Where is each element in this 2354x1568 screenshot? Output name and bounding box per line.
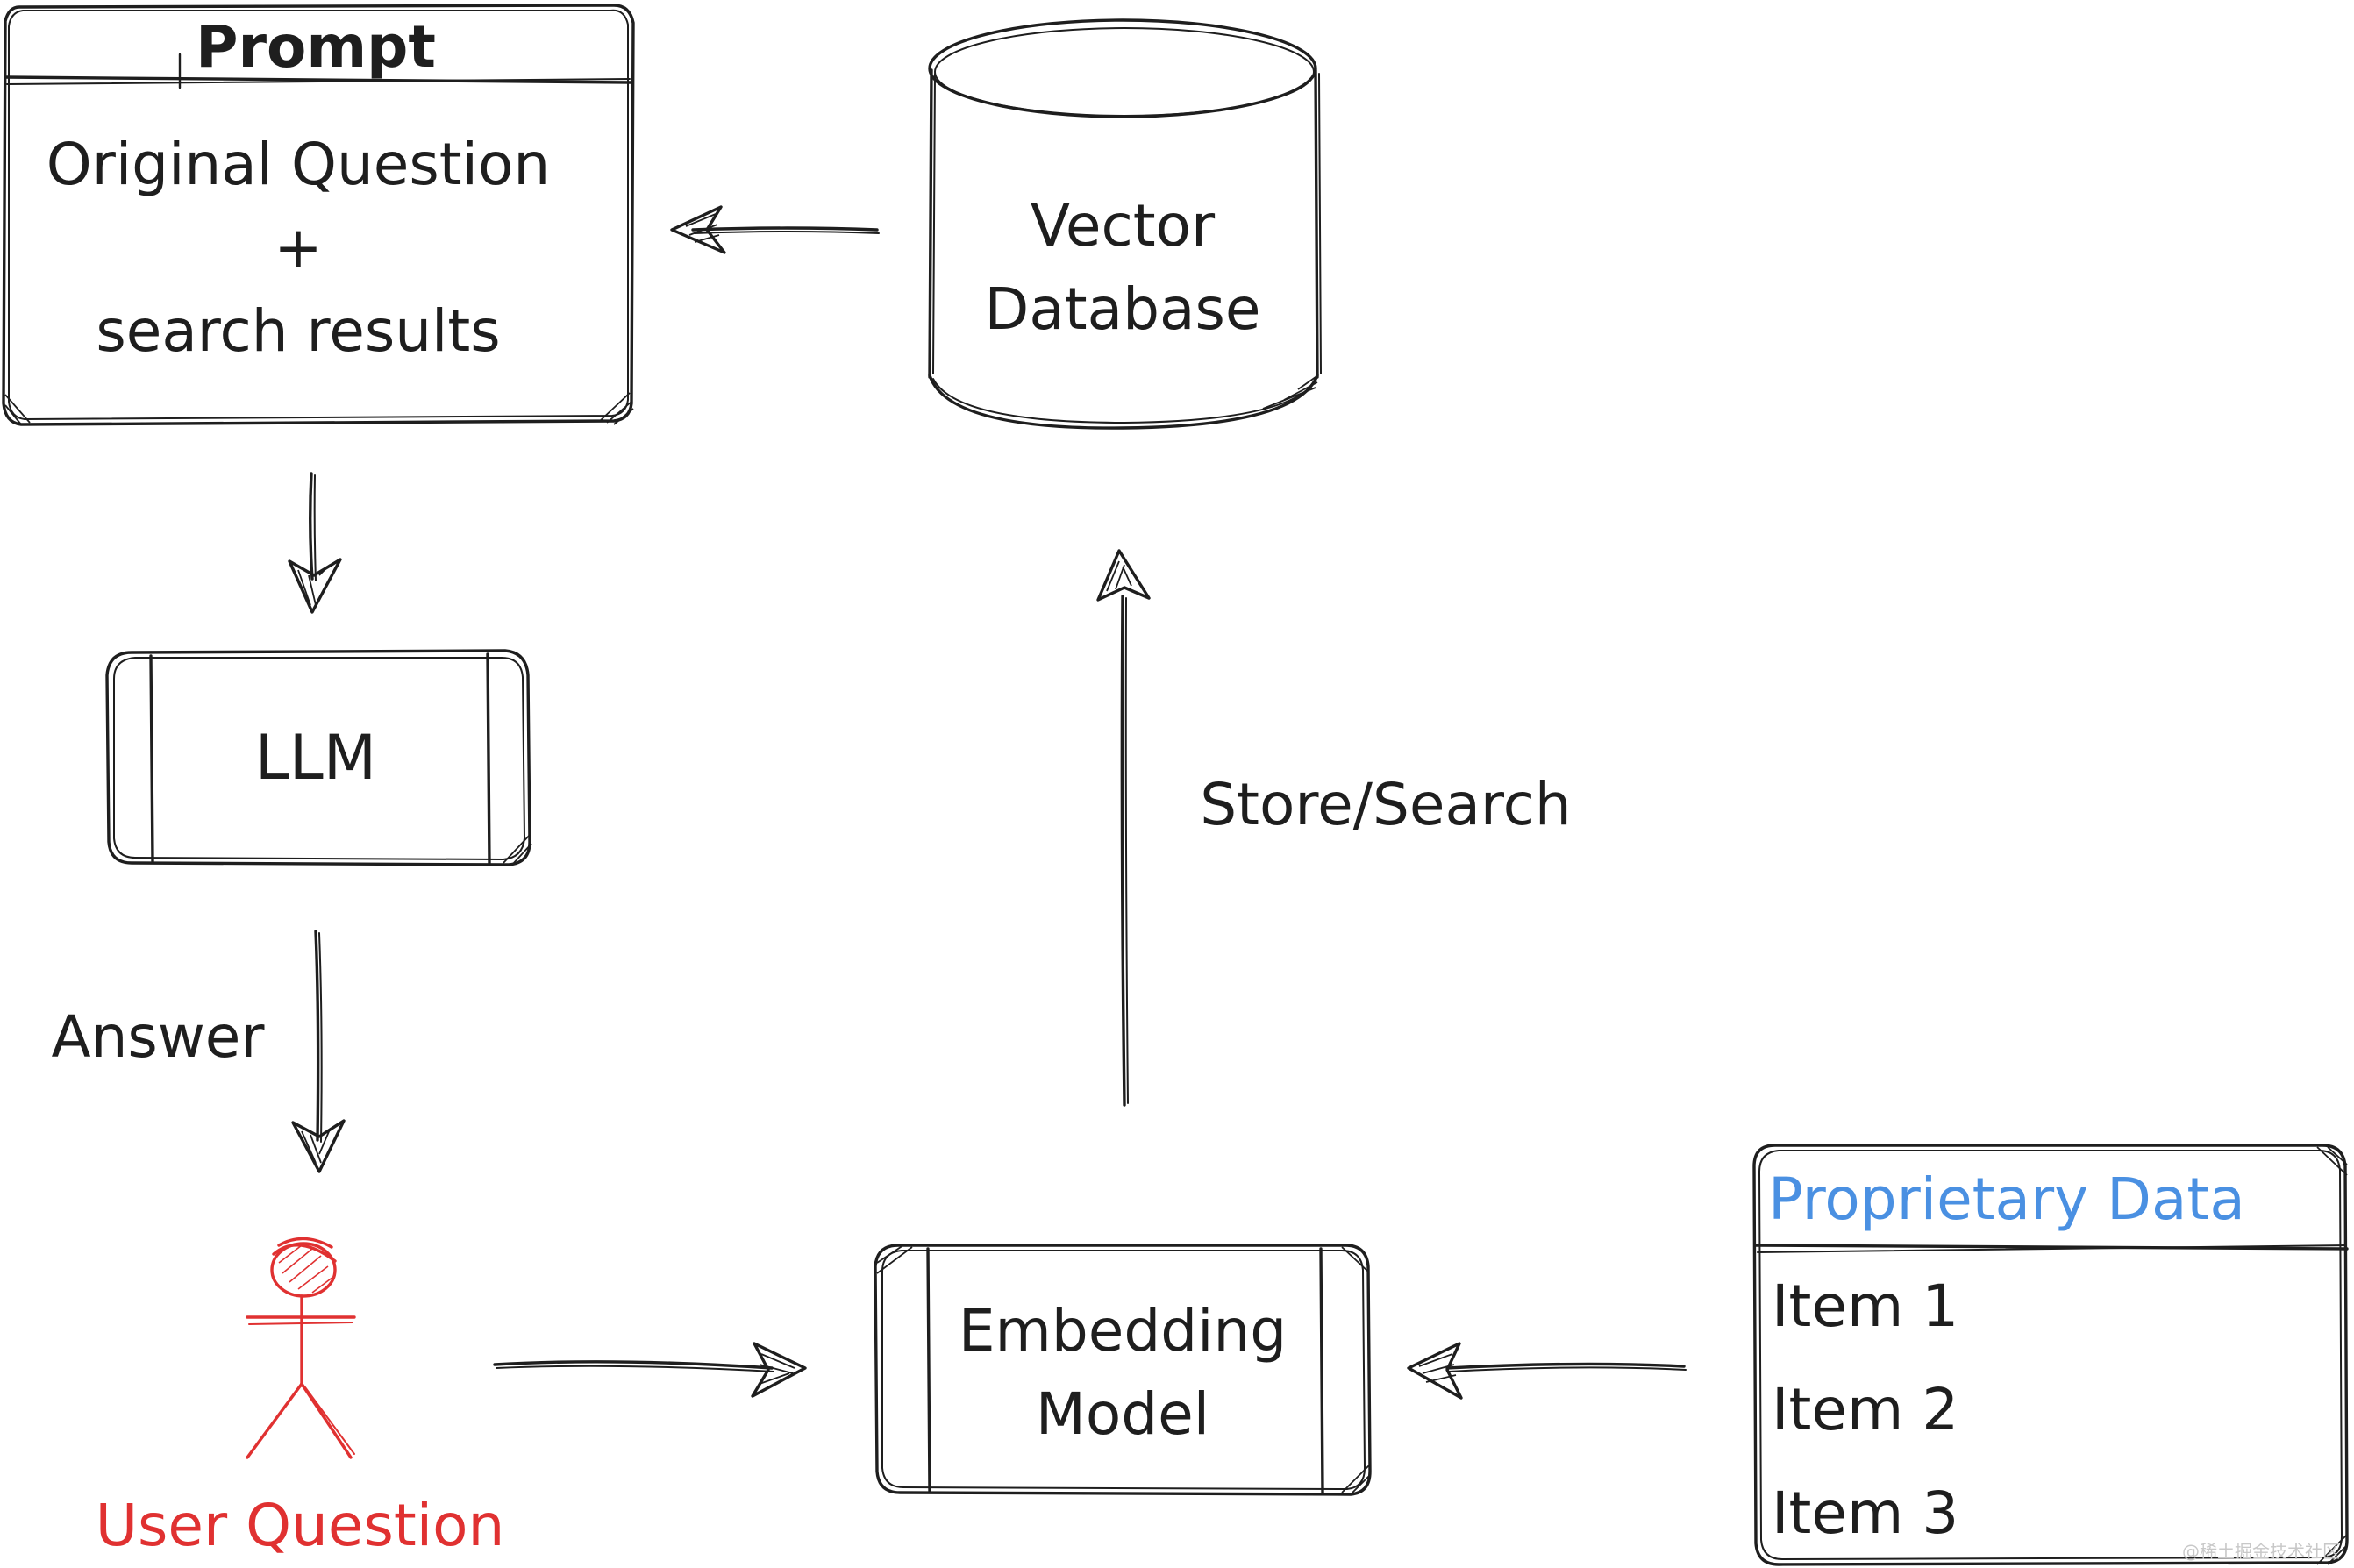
arrow-llm-to-user: Answer [51, 930, 346, 1173]
arrow-vectordb-to-prompt [670, 205, 880, 254]
arrow-prompt-to-llm [288, 472, 342, 614]
prompt-title: Prompt [196, 13, 436, 81]
store-search-label: Store/Search [1200, 771, 1571, 838]
vector-db-line-1: Vector [1031, 192, 1216, 260]
user-figure: User Question [96, 1237, 505, 1559]
arrow-user-to-embedding [493, 1342, 807, 1398]
embedding-line-1: Embedding [959, 1297, 1287, 1365]
proprietary-data-title: Proprietary Data [1768, 1165, 2245, 1233]
embedding-model-box: Embedding Model [874, 1244, 1372, 1496]
llm-box: LLM [105, 649, 532, 866]
arrow-proprietary-to-embedding [1407, 1342, 1687, 1400]
proprietary-item-1: Item 1 [1772, 1272, 1958, 1340]
prompt-line-3: search results [96, 297, 500, 365]
arrow-embedding-to-vectordb: Store/Search [1096, 549, 1572, 1107]
prompt-line-2: + [274, 214, 322, 282]
prompt-line-1: Original Question [46, 131, 550, 198]
proprietary-data-box: Proprietary Data Item 1 Item 2 Item 3 [1752, 1144, 2349, 1566]
vector-db-line-2: Database [985, 275, 1261, 343]
llm-label: LLM [255, 722, 376, 794]
proprietary-item-3: Item 3 [1772, 1479, 1958, 1547]
user-question-label: User Question [96, 1492, 505, 1559]
vector-database: Vector Database [928, 18, 1322, 430]
answer-label: Answer [51, 1003, 265, 1071]
prompt-box: Prompt Original Question + search result… [2, 4, 635, 426]
embedding-line-2: Model [1036, 1380, 1209, 1448]
proprietary-item-2: Item 2 [1772, 1376, 1958, 1443]
watermark: @稀土掘金技术社区 [2182, 1541, 2340, 1562]
